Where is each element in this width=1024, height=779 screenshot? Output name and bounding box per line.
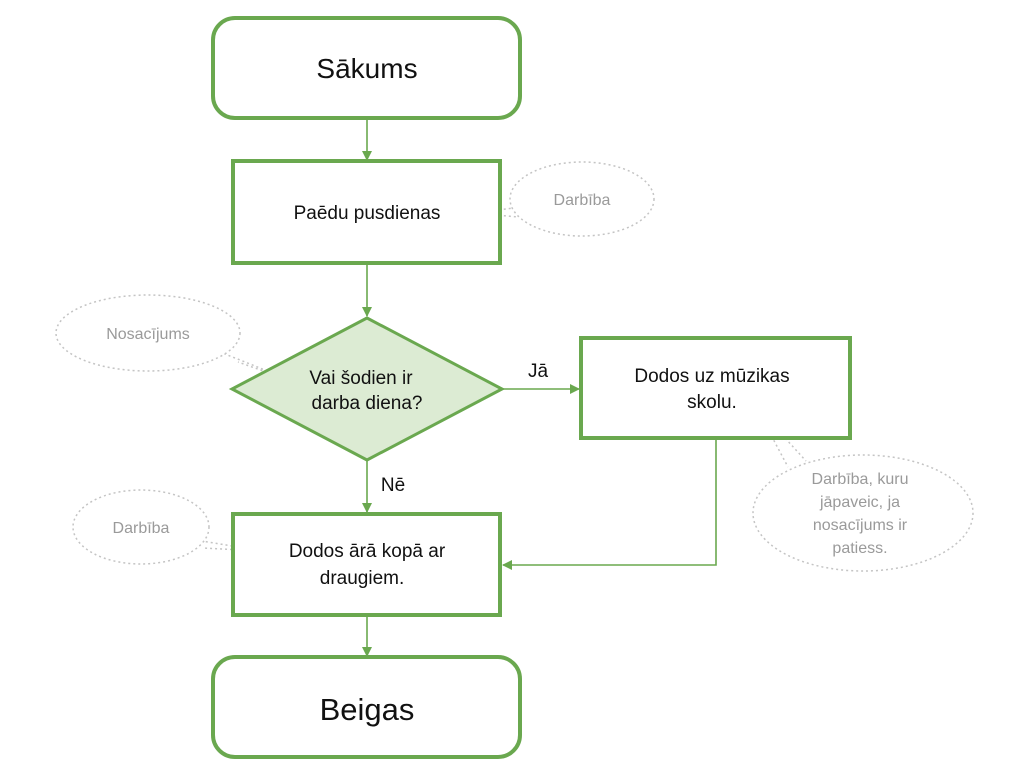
music-label-line2: skolu. <box>687 392 737 413</box>
edge-label-no: Nē <box>381 475 405 496</box>
end-terminal <box>211 655 522 759</box>
note-action-top-text: Darbība <box>554 192 611 209</box>
friends-label-line1: Dodos ārā kopā ar <box>289 541 446 562</box>
friends-label-line2: draugiem. <box>320 568 405 589</box>
decision-label-line1: Vai šodien ir <box>309 368 413 389</box>
note-condition <box>55 294 241 372</box>
decision-diamond <box>228 316 506 462</box>
connectors <box>362 118 717 657</box>
music-process <box>579 336 852 440</box>
lunch-process <box>231 159 502 265</box>
note-action-true <box>752 454 974 572</box>
note-condition-text: Nosacījums <box>106 326 190 343</box>
notes <box>55 161 974 572</box>
note-action-true-line2: jāpaveic, ja <box>819 494 900 511</box>
note-action-left-text: Darbība <box>113 520 170 537</box>
note-action-true-line4: patiess. <box>832 540 887 557</box>
start-terminal <box>211 16 522 120</box>
edge-label-yes: Jā <box>528 361 549 382</box>
music-label-line1: Dodos uz mūzikas <box>634 366 789 387</box>
start-label: Sākums <box>316 53 417 84</box>
friends-process <box>231 512 502 617</box>
end-label: Beigas <box>320 692 415 727</box>
note-action-left <box>72 489 210 565</box>
note-action-true-line3: nosacījums ir <box>813 517 908 534</box>
lunch-label: Paēdu pusdienas <box>294 203 441 224</box>
note-action-top <box>509 161 655 237</box>
decision-label-line2: darba diena? <box>312 393 423 414</box>
edge-music-to-friends <box>502 437 717 570</box>
note-action-true-line1: Darbība, kuru <box>812 471 909 488</box>
